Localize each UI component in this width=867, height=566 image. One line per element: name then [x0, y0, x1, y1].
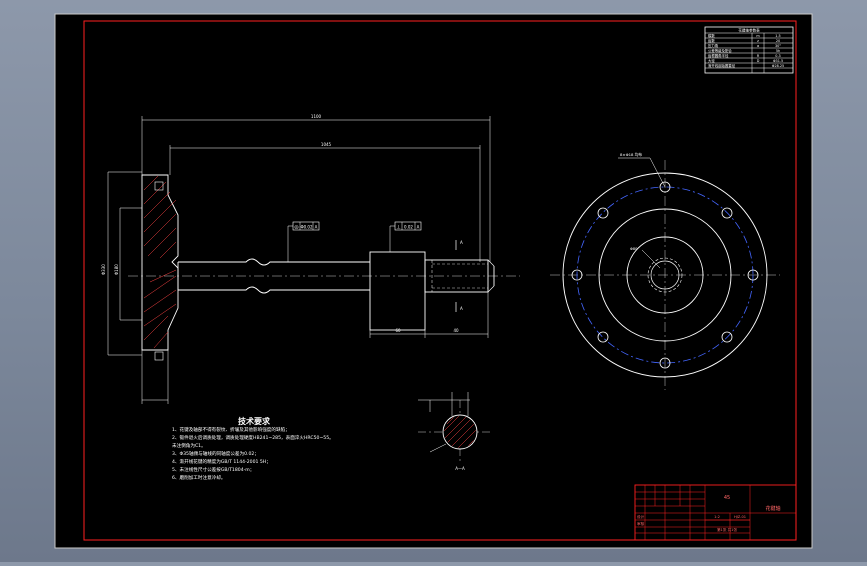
tech-req-item-1: 1、花键及轴部不得有裂纹、折皱及其他影响强度的缺陷； [172, 426, 290, 433]
parameter-table: 花键轴参数表 模数 m 1.5 齿数 z 20 压力角 α 30° 公差等级及配… [704, 26, 794, 74]
bolt-hole-2 [721, 207, 733, 219]
param-name-2: 压力角 [708, 43, 718, 48]
tech-req-item-5: 4、渐开线花键的精度为GB/T 1144-2001 5H； [172, 458, 271, 465]
title-block: 45 花键轴 设计 审核 1:2 HJZ-01 第1张 共1张 [634, 484, 797, 541]
param-value-5: Φ31.5 [773, 59, 783, 63]
svg-text:◎: ◎ [294, 225, 299, 231]
flange-end-view: 8×Φ18 均布 Φ80 [550, 152, 780, 390]
svg-text:A: A [417, 225, 420, 230]
param-symbol-1: z [757, 39, 759, 43]
drawing-border [83, 20, 797, 541]
spline-section-view: A—A [418, 392, 492, 471]
param-value-2: 30° [775, 44, 781, 48]
svg-text:Φ0.02: Φ0.02 [300, 225, 313, 230]
tolerance-frame-1: ◎ Φ0.02 A [287, 221, 320, 262]
param-value-1: 20 [776, 39, 780, 43]
section-marker-top: A [460, 240, 463, 245]
param-name-1: 齿数 [708, 38, 715, 43]
dim-flange-to-spline: 1045 [321, 142, 332, 147]
title-material: 45 [724, 495, 730, 501]
svg-text:⊥: ⊥ [396, 225, 400, 231]
dim-overall-length: 1100 [311, 114, 322, 119]
param-symbol-0: m [756, 34, 760, 38]
title-scale: 1:2 [714, 515, 720, 519]
title-sheet: 第1张 共1张 [717, 527, 737, 532]
svg-text:A: A [315, 225, 318, 230]
param-name-4: 齿根圆角半径 [708, 53, 729, 58]
param-symbol-5: D [757, 59, 760, 63]
bolt-hole-7 [571, 269, 583, 281]
param-name-0: 模数 [708, 33, 715, 38]
param-name-3: 公差等级及配合 [708, 48, 732, 53]
dim-flange-diameter: Φ330 [101, 264, 106, 275]
title-part-name: 花键轴 [765, 505, 780, 512]
param-name-6: 渐开线起始圆直径 [708, 63, 736, 68]
bolt-hole-4 [721, 331, 733, 343]
bolt-hole-3 [747, 269, 759, 281]
shaft-side-view: 1100 1045 Φ330 Φ180 [101, 114, 520, 404]
dim-pilot-diameter: Φ180 [114, 264, 119, 275]
param-name-5: 大径 [708, 58, 715, 63]
param-value-4: 0.3 [775, 54, 780, 58]
param-value-6: Φ28.25 [772, 64, 784, 68]
spline-section-label: A—A [455, 466, 465, 471]
tech-req-title: 技术要求 [238, 416, 271, 426]
param-symbol-4: R [757, 54, 760, 58]
title-checker: 审核 [637, 521, 645, 526]
svg-text:0.02: 0.02 [404, 225, 413, 230]
dim-spline-length: 40 [453, 328, 459, 333]
tech-req-item-4: 3、Φ35轴颈与轴线的同轴度公差为0.02； [172, 450, 259, 457]
param-symbol-2: α [757, 44, 760, 48]
bolt-hole-5 [659, 357, 671, 369]
tech-req-item-2: 2、锻件退火后调质处理，调质处理硬度HB241~285，表面淬火HRC50~55… [172, 434, 334, 441]
bolt-hole-6 [597, 331, 609, 343]
section-marker-bottom: A [460, 306, 463, 311]
dim-shaft-length: 60 [395, 328, 401, 333]
bolt-hole-8 [597, 207, 609, 219]
param-table-title: 花键轴参数表 [738, 28, 760, 33]
title-drawing-no: HJZ-01 [734, 515, 746, 519]
param-value-3: 5h [776, 49, 780, 53]
tolerance-frame-2: ⊥ 0.02 A [389, 221, 422, 252]
title-designer: 设计 [637, 514, 645, 519]
tech-req-item-7: 6、磨削加工时注意冷却。 [172, 474, 225, 481]
bolt-hole-1 [659, 181, 671, 193]
technical-requirements: 技术要求 1、花键及轴部不得有裂纹、折皱及其他影响强度的缺陷； 2、锻件退火后调… [172, 416, 334, 481]
bore-diameter-label: Φ80 [630, 247, 638, 251]
hole-pattern-label: 8×Φ18 均布 [620, 152, 642, 157]
param-value-0: 1.5 [775, 34, 780, 38]
sheet-background [54, 13, 813, 549]
tech-req-item-6: 5、未注线性尺寸公差按GB/T1804-m； [172, 466, 254, 473]
tech-req-item-3: 未注倒角为C1。 [172, 442, 206, 449]
